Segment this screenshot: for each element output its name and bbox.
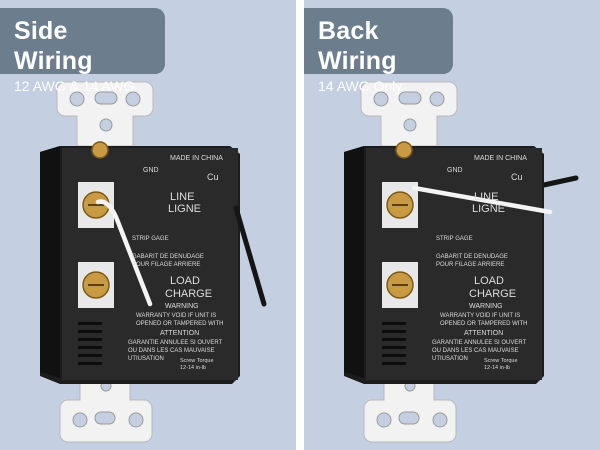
warning-text: WARNING — [165, 303, 199, 310]
back-wiring-outlet-illustration: MADE IN CHINA GND Cu LINE LIGNE STRIP GA… — [304, 0, 600, 450]
torque-text-2: 12-14 in-lb — [484, 365, 510, 371]
cu-text: Cu — [511, 172, 523, 182]
warning-text: WARNING — [469, 303, 503, 310]
gage-fr-text-1: GABARIT DE DENUDAGE — [436, 254, 508, 260]
back-wiring-label: Back Wiring 14 AWG Only — [304, 8, 453, 94]
gage-fr-text-2: POUR FILAGE ARRIERE — [132, 262, 200, 268]
gage-fr-text-1: GABARIT DE DENUDAGE — [132, 254, 204, 260]
bottom-mounting-strap — [59, 371, 153, 443]
load-text: LOAD — [170, 275, 200, 287]
white-wire — [411, 185, 553, 215]
back-wiring-subtitle: 14 AWG Only — [318, 78, 403, 94]
warn-fr-text-2: OU DANS LES CAS MAUVAISE — [432, 348, 519, 354]
load-screw-terminal — [382, 262, 418, 308]
bottom-mounting-strap — [363, 371, 457, 443]
warn-fr-text-3: UTIUSATION — [128, 356, 164, 362]
line-text: LINE — [474, 191, 498, 203]
torque-text-1: Screw Torque — [180, 358, 214, 364]
warn-fr-text-2: OU DANS LES CAS MAUVAISE — [128, 348, 215, 354]
strip-gage-text: STRIP GAGE — [132, 236, 169, 242]
line-screw-terminal — [382, 182, 418, 228]
warn-fr-text-1: GARANTIE ANNULEE SI OUVERT — [128, 340, 223, 346]
torque-text-1: Screw Torque — [484, 358, 518, 364]
ligne-text: LIGNE — [472, 203, 505, 215]
gnd-text: GND — [447, 167, 463, 174]
back-wiring-panel: MADE IN CHINA GND Cu LINE LIGNE STRIP GA… — [304, 0, 600, 450]
warn-fr-text-3: UTIUSATION — [432, 356, 468, 362]
white-wire — [95, 199, 153, 307]
side-wiring-subtitle: 12 AWG & 14 AWG — [14, 78, 135, 94]
torque-text-2: 12-14 in-lb — [180, 365, 206, 371]
ground-screw — [395, 141, 413, 159]
side-wiring-outlet-illustration: MADE IN CHINA GND Cu LINE LIGNE STRIP GA… — [0, 0, 296, 450]
attention-text: ATTENTION — [160, 330, 199, 337]
load-screw-terminal — [78, 262, 114, 308]
vent-slots — [382, 322, 406, 365]
ligne-text: LIGNE — [168, 203, 201, 215]
side-wiring-panel: MADE IN CHINA GND Cu LINE LIGNE STRIP GA… — [0, 0, 296, 450]
gage-fr-text-2: POUR FILAGE ARRIERE — [436, 262, 504, 268]
line-screw-terminal — [78, 182, 114, 228]
gnd-text: GND — [143, 167, 159, 174]
warn-en-text-2: OPENED OR TAMPERED WITH — [136, 321, 223, 327]
attention-text: ATTENTION — [464, 330, 503, 337]
charge-text: CHARGE — [469, 288, 516, 300]
warn-en-text-1: WARRANTY VOID IF UNIT IS — [440, 313, 520, 319]
side-wiring-title: Side Wiring — [14, 17, 93, 75]
cu-text: Cu — [207, 172, 219, 182]
black-wire — [233, 205, 267, 307]
vent-slots — [78, 322, 102, 365]
warn-en-text-2: OPENED OR TAMPERED WITH — [440, 321, 527, 327]
line-text: LINE — [170, 191, 194, 203]
made-in-text: MADE IN CHINA — [170, 155, 223, 162]
side-wiring-label: Side Wiring 12 AWG & 14 AWG — [0, 8, 165, 94]
warn-en-text-1: WARRANTY VOID IF UNIT IS — [136, 313, 216, 319]
panel-divider — [296, 0, 304, 450]
ground-screw — [91, 141, 109, 159]
made-in-text: MADE IN CHINA — [474, 155, 527, 162]
back-wiring-title: Back Wiring — [318, 17, 397, 75]
charge-text: CHARGE — [165, 288, 212, 300]
warn-fr-text-1: GARANTIE ANNULEE SI OUVERT — [432, 340, 527, 346]
load-text: LOAD — [474, 275, 504, 287]
strip-gage-text: STRIP GAGE — [436, 236, 473, 242]
